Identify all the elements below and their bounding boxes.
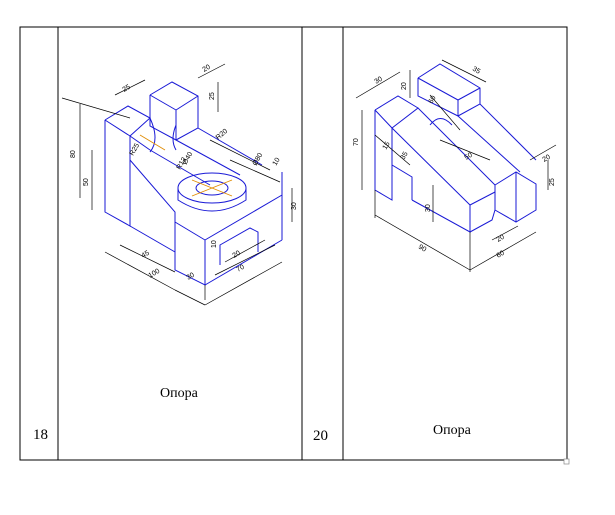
dim-line [374, 134, 411, 166]
dim-label: Ø40 [182, 151, 195, 166]
part-edge [429, 118, 453, 126]
dim-label: 10 [272, 157, 282, 167]
dim-label: 100 [148, 268, 162, 280]
resize-handle[interactable] [563, 458, 570, 465]
center-line [139, 134, 166, 151]
part-edge [391, 164, 413, 200]
dim-label: 30 [186, 272, 196, 282]
dim-line [469, 231, 537, 271]
dim-label: R25 [129, 142, 142, 157]
part-edge [149, 149, 211, 186]
dim-line [224, 239, 266, 263]
dim-line [441, 59, 487, 83]
part-edge [204, 239, 283, 286]
part-edge [197, 127, 263, 166]
dim-label: 30 [425, 204, 432, 212]
dim-label: 20 [202, 64, 212, 74]
dim-label: 70 [236, 264, 246, 274]
dim-line [61, 97, 131, 119]
dim-label: 80 [70, 150, 77, 158]
part-edge [175, 95, 199, 111]
dim-label: 20 [542, 154, 552, 164]
part-edge [411, 199, 471, 233]
dim-line [197, 63, 226, 79]
dim-label: 20 [496, 234, 506, 244]
dim-label: 45 [141, 250, 151, 260]
dim-line [209, 139, 271, 171]
part-edge [219, 227, 259, 265]
dim-line [529, 144, 557, 161]
cell-number-18: 18 [33, 427, 48, 443]
part-edge [469, 209, 496, 233]
dim-label: 50 [83, 178, 90, 186]
dim-line [214, 244, 276, 276]
dim-line [429, 94, 461, 131]
part-edge [479, 103, 537, 161]
dim-label: 35 [471, 66, 481, 76]
dim-line [119, 244, 176, 273]
part-edge [149, 117, 156, 153]
table-border [19, 26, 568, 461]
caption-20: Опора [433, 423, 471, 438]
part-edge [129, 172, 283, 286]
dim-line [204, 261, 283, 306]
part-edge [129, 159, 176, 268]
part-edge [417, 77, 459, 101]
dim-line [174, 289, 206, 306]
part-edge [457, 87, 481, 101]
dim-label: 25 [209, 92, 216, 100]
part-edge [172, 124, 177, 151]
dim-line [229, 159, 281, 183]
part-edge [469, 191, 496, 206]
dim-line [491, 225, 519, 241]
boss-side [177, 188, 247, 212]
part-edge [391, 127, 471, 206]
dim-label: 35 [400, 151, 410, 161]
dim-line [355, 71, 401, 99]
caption-18: Опора [160, 386, 198, 401]
dim-label: 90 [417, 244, 427, 254]
isometric-drawing-20: 30 20 35 60 70 15 35 50 30 25 20 20 90 6… [353, 59, 557, 272]
dim-line [374, 214, 471, 271]
part-edge [104, 105, 151, 137]
dim-label: 70 [353, 138, 360, 146]
part-edge [457, 115, 521, 173]
dim-label: 60 [428, 95, 438, 105]
dim-label: 30 [291, 202, 298, 210]
dim-line [439, 139, 491, 161]
dim-label: 25 [549, 178, 556, 186]
dim-label: 20 [232, 250, 242, 260]
part-edge [374, 95, 419, 129]
dim-label: R20 [215, 128, 229, 142]
dim-label: 30 [374, 76, 384, 86]
center-line [191, 179, 233, 197]
dim-label: 60 [496, 250, 506, 260]
dim-label: 50 [464, 152, 474, 162]
dim-label: 20 [401, 82, 408, 90]
dim-line [104, 251, 176, 291]
part-edge [417, 63, 481, 117]
dim-label: 10 [211, 240, 218, 248]
dim-label: 15 [382, 141, 392, 151]
cell-number-20: 20 [313, 428, 328, 444]
part-edge [104, 119, 131, 227]
dim-line [114, 79, 146, 96]
part-edge [175, 139, 241, 176]
part-edge [174, 221, 206, 241]
isometric-drawing-18: 25 20 25 80 50 R25 R12 R20 Ø40 Ø80 10 30… [61, 63, 298, 306]
dim-label: 25 [122, 84, 132, 94]
part-edge [129, 135, 151, 151]
dim-label: Ø80 [252, 152, 265, 167]
part-edge [149, 94, 177, 111]
part-edge [374, 109, 393, 201]
boss-hole [195, 180, 229, 196]
